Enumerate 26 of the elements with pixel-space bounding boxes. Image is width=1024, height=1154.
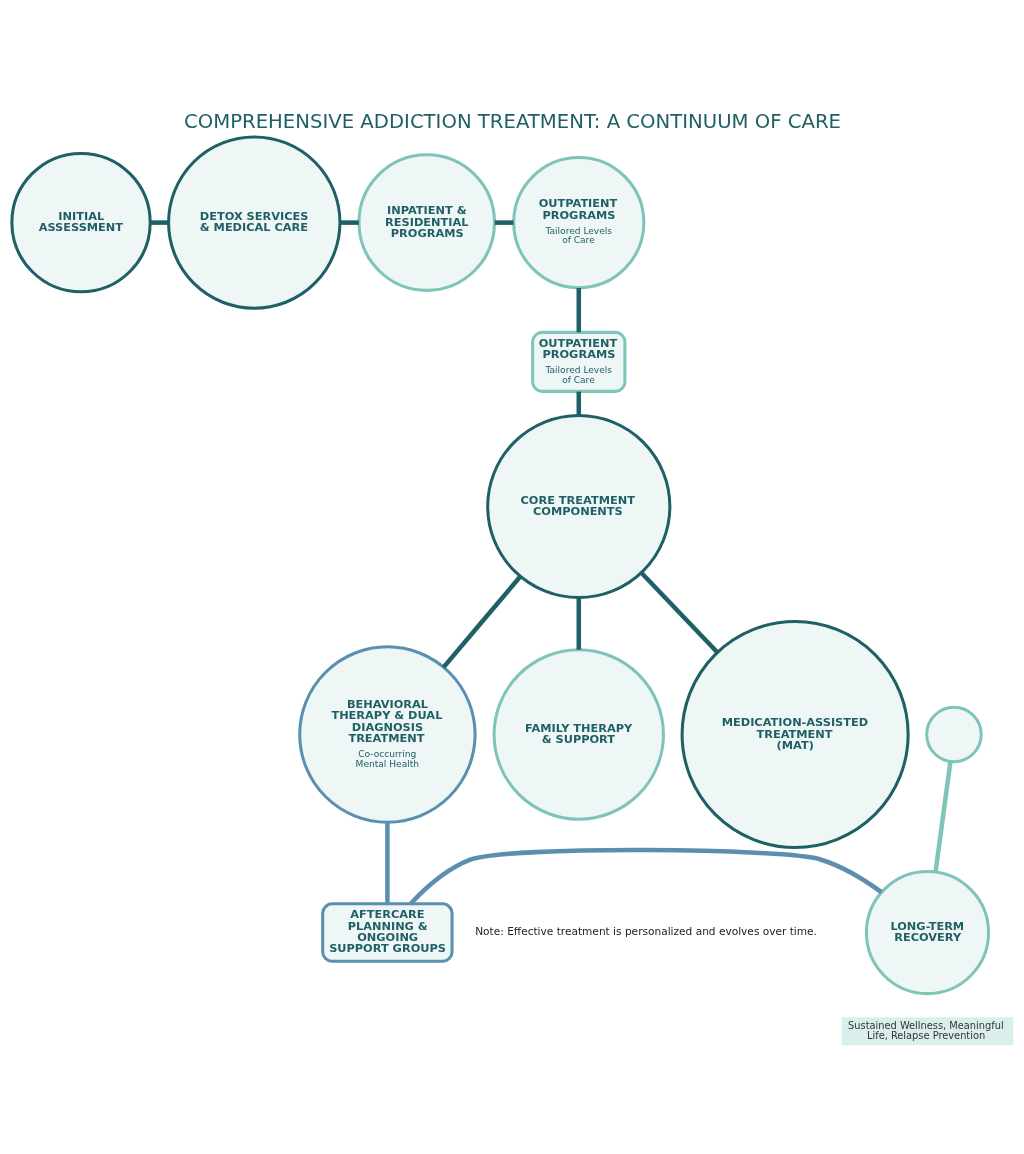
connector bbox=[932, 761, 953, 873]
node-circle: OUTPATIENT PROGRAMS Tailored Levels of Care bbox=[511, 156, 645, 290]
connector bbox=[576, 597, 581, 650]
node-circle: CORE TREATMENT COMPONENTS bbox=[485, 413, 671, 600]
node-circle: INITIAL ASSESSMENT bbox=[9, 151, 152, 294]
connector bbox=[639, 571, 719, 655]
connector bbox=[339, 220, 359, 225]
connector bbox=[408, 847, 883, 906]
connector bbox=[494, 220, 513, 225]
node-label: Sustained Wellness, Meaningful Life, Relapse Prevention bbox=[847, 1019, 1004, 1042]
node-circle: INPATIENT & RESIDENTIAL PROGRAMS bbox=[356, 153, 496, 292]
node-circle bbox=[924, 705, 983, 764]
node-circle: MEDICATION-ASSISTED TREATMENT (MAT) bbox=[680, 620, 910, 850]
node-circle: LONG-TERM RECOVERY bbox=[864, 870, 990, 996]
connector bbox=[441, 575, 522, 669]
node-circle: DETOX SERVICES & MEDICAL CARE bbox=[166, 135, 341, 310]
connector bbox=[149, 220, 169, 225]
label: Note: Effective treatment is personalized and evolves over time. bbox=[474, 925, 817, 938]
connector bbox=[384, 822, 390, 904]
connector bbox=[576, 288, 581, 333]
node-box: OUTPATIENT PROGRAMS Tailored Levels of Care bbox=[530, 330, 626, 393]
node-circle: FAMILY THERAPY & SUPPORT bbox=[492, 648, 665, 821]
diagram-title: COMPREHENSIVE ADDICTION TREATMENT: A CONTINUUM OF CARE bbox=[183, 109, 841, 133]
connector bbox=[576, 391, 581, 416]
node-circle: BEHAVIORAL THERAPY & DUAL DIAGNOSIS TREATMENT Co-occurring Mental Health bbox=[297, 645, 477, 824]
node-box: AFTERCARE PLANNING & ONGOING SUPPORT GROUPS bbox=[320, 902, 454, 963]
